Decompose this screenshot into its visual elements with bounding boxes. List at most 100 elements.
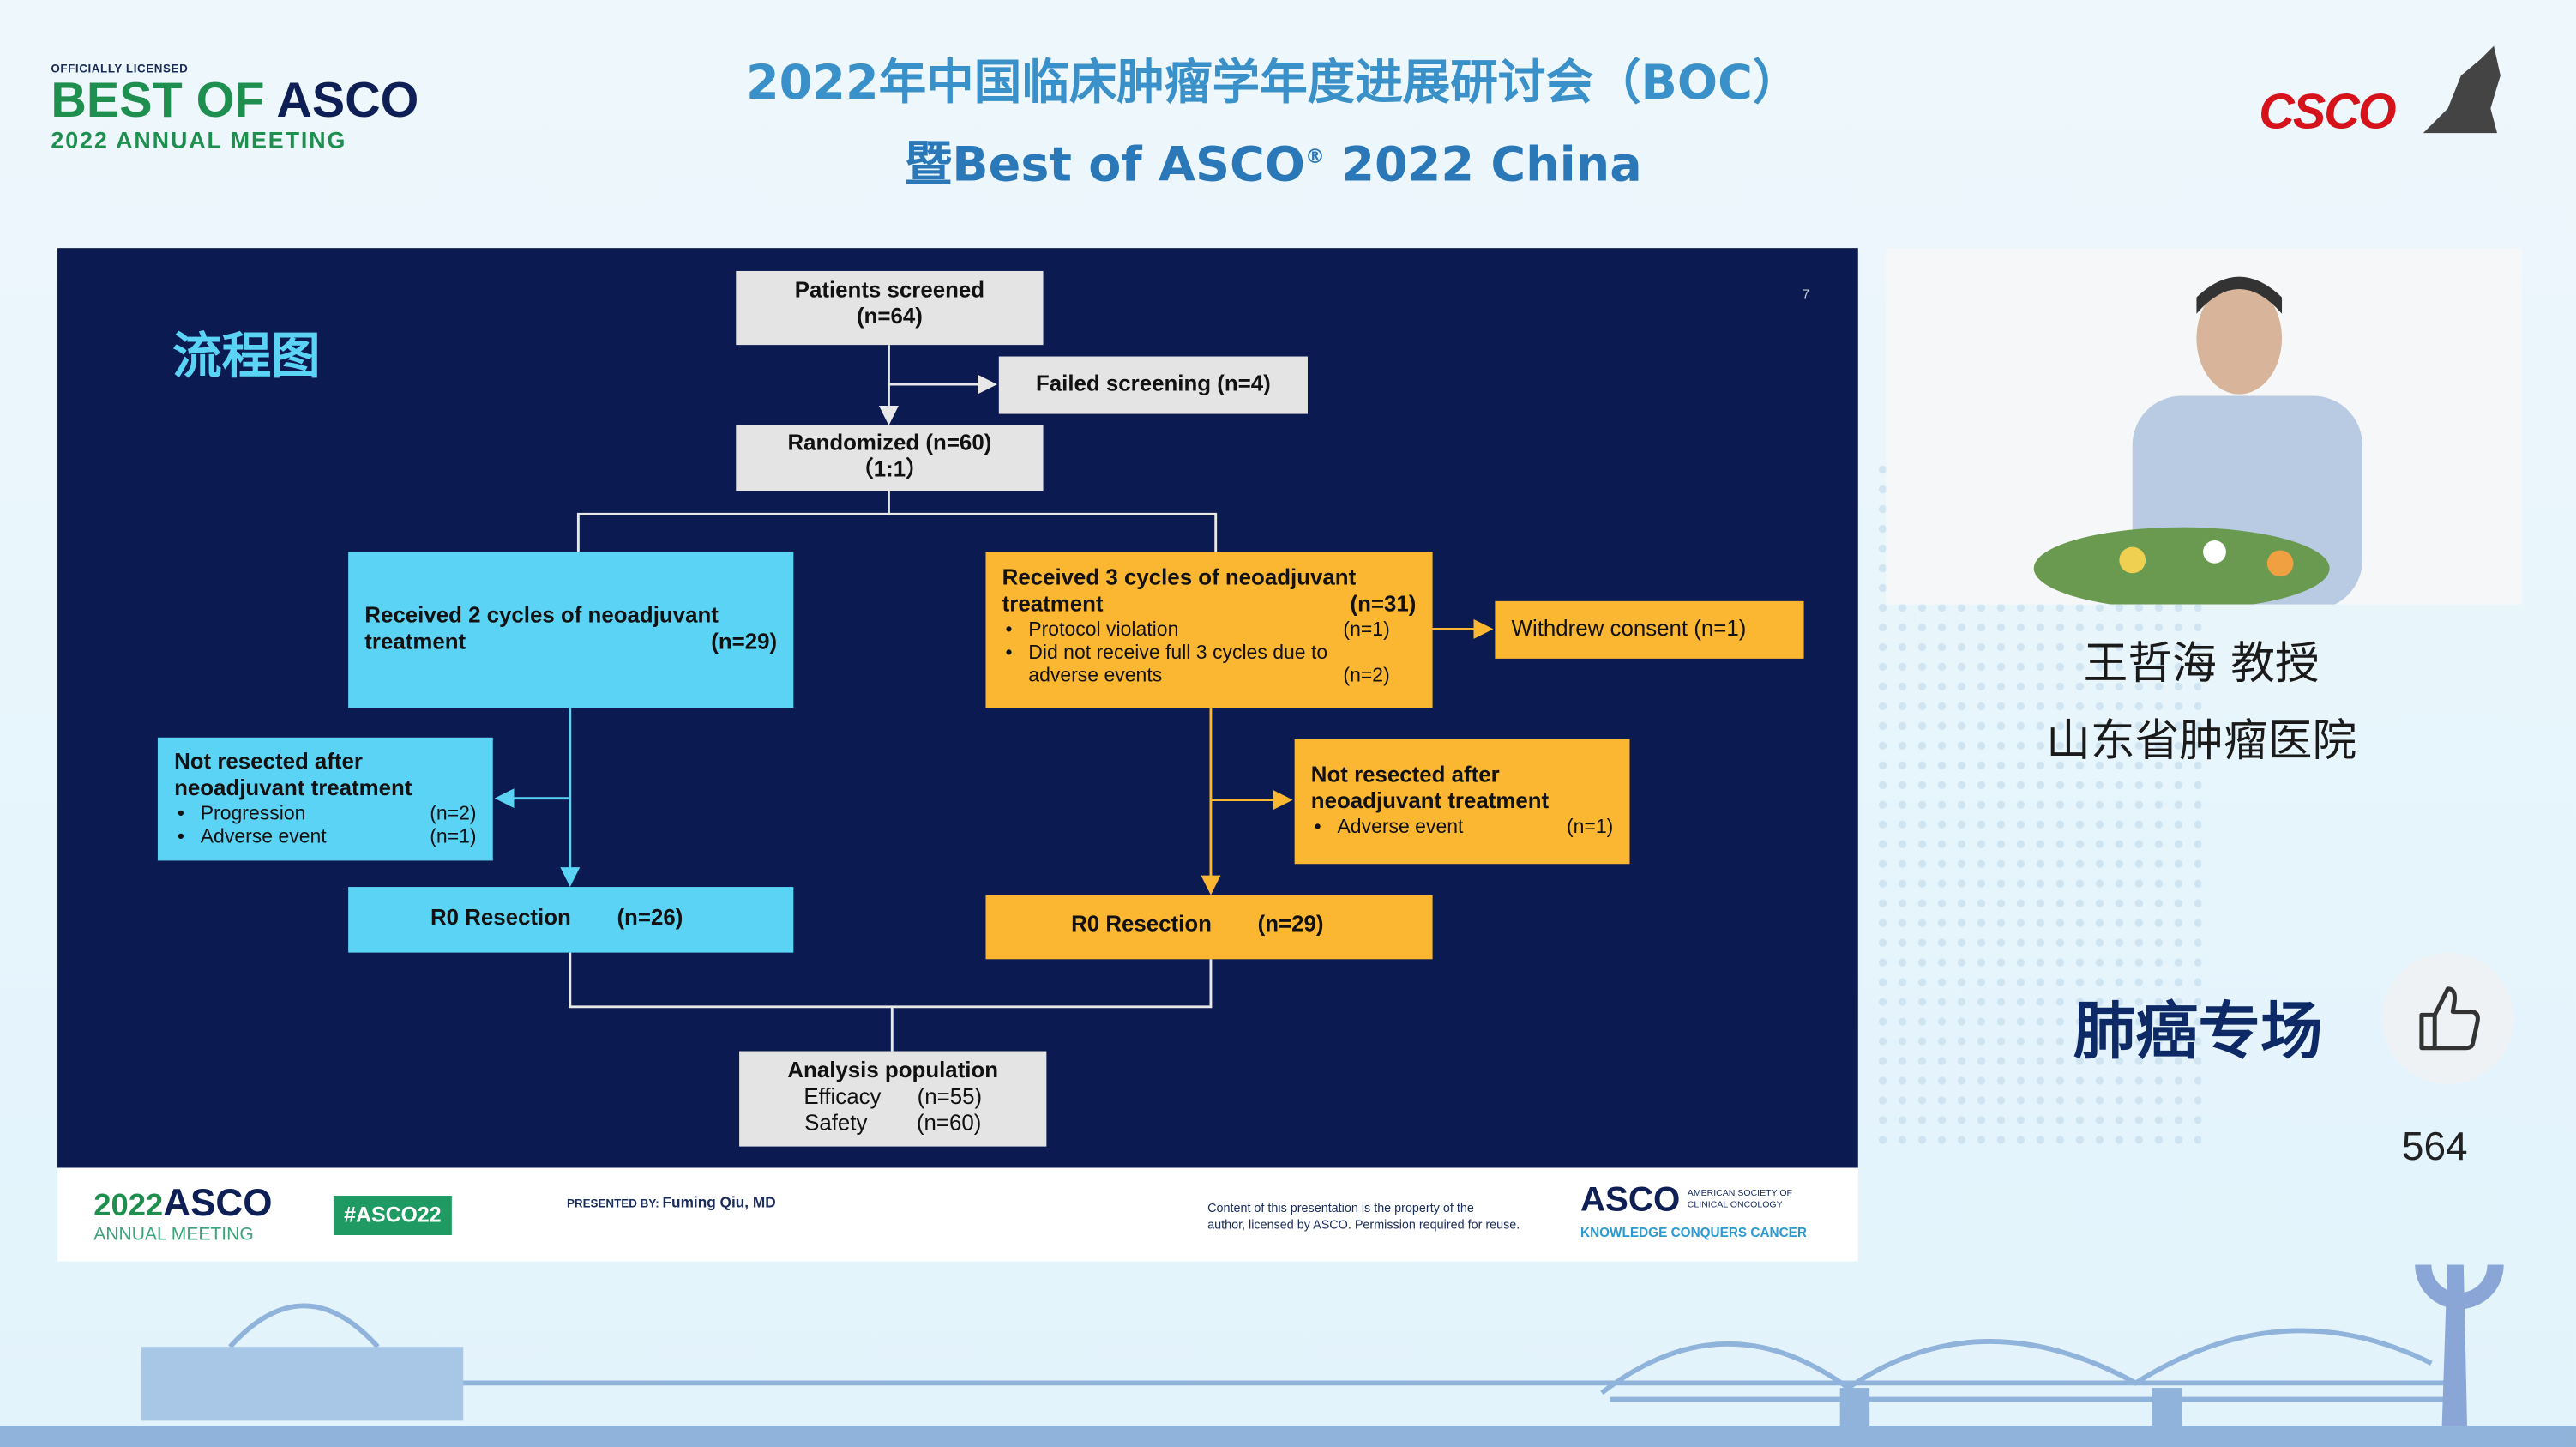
bullet-text: Did not receive full 3 cycles due to: [1002, 641, 1327, 664]
meeting-year: 2022: [93, 1189, 164, 1224]
copyright-notice: Content of this presentation is the prop…: [1207, 1201, 1520, 1233]
box-count: (n=31): [1350, 591, 1417, 617]
event-title-line1: 2022年中国临床肿瘤学年度进展研讨会（BOC）: [745, 54, 1801, 111]
box-ratio: （1:1）: [851, 456, 928, 482]
box-title-2: treatment: [364, 629, 466, 654]
event-title-line2: 暨Best of ASCO® 2022 China: [493, 135, 2054, 194]
bullet-count: (n=1): [1566, 814, 1614, 838]
thumbs-up-icon: [2419, 986, 2480, 1051]
csco-logo: CSCO: [2259, 45, 2501, 142]
best-of-asco-logo: OFFICIALLY LICENSED BEST OF ASCO 2022 AN…: [51, 63, 418, 153]
slide-footer: 2022ASCO ANNUAL MEETING #ASCO22 PRESENTE…: [57, 1167, 1858, 1262]
asco-full-2: CLINICAL ONCOLOGY: [1687, 1200, 1783, 1211]
great-wall-icon: [2423, 45, 2501, 134]
box-failed-screening: Failed screening (n=4): [998, 356, 1308, 414]
box-title: Analysis population: [787, 1058, 999, 1082]
speaker-figure: [2033, 276, 2362, 605]
skyline-decoration: [0, 1264, 2576, 1447]
box-arm-3-cycles: Received 3 cycles of neoadjuvant treatme…: [985, 552, 1433, 708]
row-label: Efficacy: [803, 1083, 882, 1109]
box-not-resected-left: Not resected after neoadjuvant treatment…: [157, 737, 493, 861]
notice-line1: Content of this presentation is the prop…: [1207, 1200, 1474, 1216]
box-title: Not resected after: [174, 749, 364, 774]
bullet-text: Progression: [174, 801, 305, 824]
box-withdrew-consent: Withdrew consent (n=1): [1495, 600, 1804, 659]
bullet-item: Protocol violation (n=1): [1002, 618, 1417, 641]
bullet-text: Adverse event: [174, 824, 327, 847]
box-r0-resection-left: R0 Resection (n=26): [348, 887, 794, 953]
event-title-end: 2022 China: [1325, 136, 1642, 193]
speaker-video: [1886, 248, 2522, 605]
box-title: Randomized (n=60): [787, 430, 992, 455]
logo-annual-meeting: 2022 ANNUAL MEETING: [51, 126, 347, 154]
speaker-name: 王哲海 教授: [2083, 638, 2320, 690]
box-label: R0 Resection: [430, 905, 571, 930]
connector-right-arm: [888, 512, 1218, 552]
box-r0-resection-right: R0 Resection (n=29): [985, 895, 1433, 960]
asco-wordmark: ASCO: [1580, 1180, 1681, 1219]
presenter-name: Fuming Qiu, MD: [662, 1194, 776, 1211]
box-analysis-population: Analysis population Efficacy (n=55) Safet…: [739, 1051, 1047, 1147]
bullet-item: Progression (n=2): [174, 801, 477, 824]
box-title: Patients screened: [794, 277, 985, 303]
asco-tagline: KNOWLEDGE CONQUERS CANCER: [1580, 1225, 1807, 1240]
asco-annual-meeting-logo: 2022ASCO ANNUAL MEETING: [93, 1181, 272, 1247]
presented-by: PRESENTED BY: Fuming Qiu, MD: [567, 1194, 776, 1210]
bullet-text: Adverse event: [1311, 815, 1464, 838]
box-label: Withdrew consent (n=1): [1511, 616, 1747, 641]
box-title-2: neoadjuvant treatment: [174, 775, 412, 800]
registered-mark: ®: [1305, 145, 1326, 168]
box-title-2: neoadjuvant treatment: [1310, 788, 1550, 813]
row-label: Safety: [804, 1110, 868, 1136]
bullet-item: Did not receive full 3 cycles due to: [1002, 641, 1417, 664]
bullet-item: Adverse event (n=1): [1311, 815, 1614, 838]
box-label: Failed screening (n=4): [1035, 371, 1271, 396]
connector-left-arm: [576, 491, 890, 552]
bullet-text: Protocol violation: [1002, 618, 1178, 641]
bullet-count: (n=1): [430, 824, 477, 848]
box-not-resected-right: Not resected after neoadjuvant treatment…: [1294, 739, 1630, 865]
notice-line2: author, licensed by ASCO. Permission req…: [1207, 1216, 1520, 1233]
row-count: (n=60): [916, 1110, 982, 1136]
bullet-item: Adverse event (n=1): [174, 824, 477, 847]
box-title: Received 2 cycles of neoadjuvant: [364, 602, 719, 628]
box-count: (n=64): [856, 304, 923, 329]
hashtag-badge: #ASCO22: [333, 1196, 452, 1236]
box-patients-screened: Patients screened (n=64): [736, 270, 1044, 346]
bullet-item: adverse events (n=2): [1002, 664, 1417, 687]
presentation-slide: [57, 248, 1858, 1168]
box-title-2: treatment: [1002, 591, 1104, 617]
meeting-brand: ASCO: [163, 1180, 273, 1224]
like-button[interactable]: [2381, 952, 2514, 1084]
logo-asco: ASCO: [276, 74, 419, 129]
bullet-count: (n=2): [430, 801, 477, 825]
box-label: R0 Resection: [1071, 911, 1212, 937]
like-count: 564: [2401, 1124, 2468, 1170]
speaker-organization: 山东省肿瘤医院: [2046, 715, 2357, 768]
session-name: 肺癌专场: [2073, 995, 2323, 1068]
box-count: (n=29): [711, 629, 778, 654]
box-count: (n=26): [617, 905, 683, 930]
logo-officially-licensed: OFFICIALLY LICENSED: [51, 63, 189, 76]
csco-logo-text: CSCO: [2259, 85, 2396, 140]
box-title: Received 3 cycles of neoadjuvant: [1002, 564, 1357, 590]
slide-page-number: 7: [1802, 287, 1810, 303]
box-randomized: Randomized (n=60) （1:1）: [736, 425, 1044, 491]
slide-heading: 流程图: [172, 328, 321, 387]
connector-merge: [569, 952, 1213, 1009]
box-arm-2-cycles: Received 2 cycles of neoadjuvant treatme…: [348, 552, 794, 708]
analysis-row: Safety (n=60): [755, 1110, 1030, 1136]
box-count: (n=29): [1257, 911, 1324, 937]
analysis-row: Efficacy (n=55): [755, 1084, 1030, 1111]
bullet-count: (n=2): [1343, 663, 1390, 687]
presented-by-label: PRESENTED BY:: [566, 1198, 659, 1211]
bullet-count: (n=1): [1343, 618, 1390, 641]
event-title-main: 暨Best of ASCO: [904, 136, 1306, 193]
asco-full-1: AMERICAN SOCIETY OF: [1687, 1189, 1792, 1199]
logo-best-of: BEST OF: [51, 74, 265, 129]
row-count: (n=55): [917, 1083, 983, 1109]
bullet-text: adverse events: [1028, 663, 1163, 687]
